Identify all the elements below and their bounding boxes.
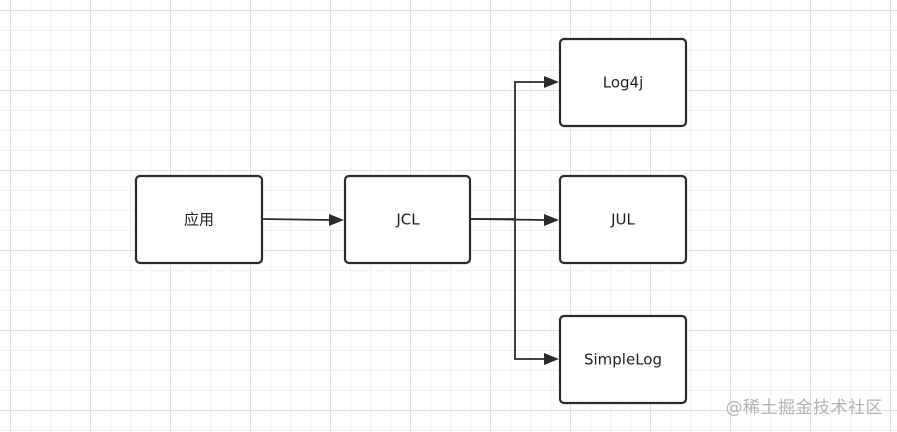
arrowhead-jcl [329,214,344,226]
node-log4j[interactable]: Log4j [558,37,688,128]
node-app-box [134,174,264,265]
node-log4j-box [558,37,688,128]
node-jcl[interactable]: JCL [343,174,472,265]
arrowhead-jul [544,214,559,226]
edges [261,76,559,365]
node-jul[interactable]: JUL [558,174,688,265]
arrowhead-log4j [544,76,559,88]
arrowhead-simplelog [544,353,559,365]
node-simplelog[interactable]: SimpleLog [558,314,688,405]
edge-jcl-to-log4j [470,81,545,220]
node-app[interactable]: 应用 [134,174,264,265]
node-app-label: 应用 [184,211,214,229]
edge-app-to-jcl [261,218,331,221]
node-jul-label: JUL [610,211,635,229]
node-jul-box [558,174,688,265]
node-simplelog-box [558,314,688,405]
node-log4j-label: Log4j [603,74,644,92]
node-simplelog-label: SimpleLog [584,351,662,369]
watermark: @稀土掘金技术社区 [725,398,883,418]
edge-jcl-to-simplelog [514,219,545,360]
node-jcl-box [343,174,472,265]
node-jcl-label: JCL [395,211,420,229]
